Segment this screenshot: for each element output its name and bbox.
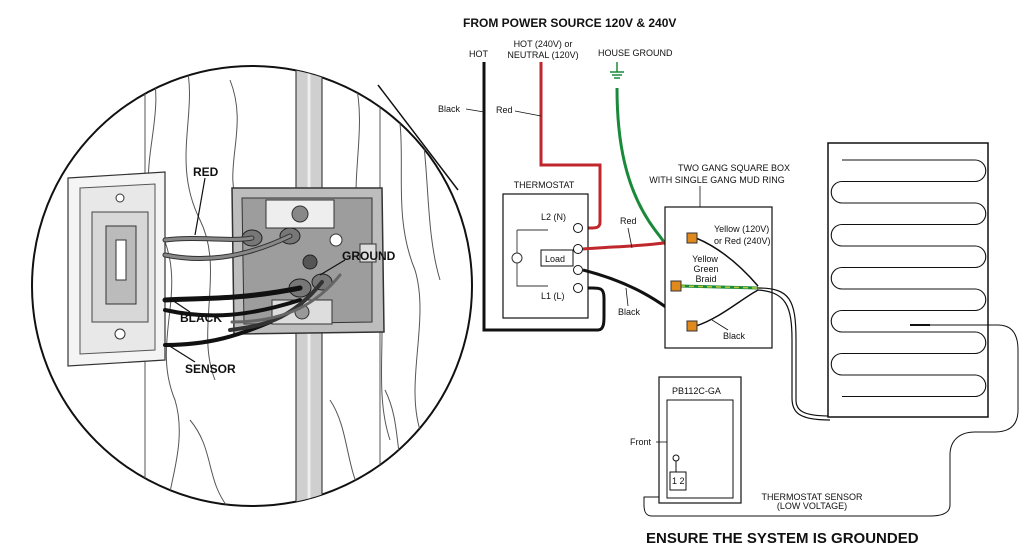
terminal-load-label: Load [545, 254, 565, 264]
terminal-l2 [573, 223, 583, 233]
footer-warning: ENSURE THE SYSTEM IS GROUNDED [646, 530, 919, 547]
braid-label-1: Yellow [692, 254, 718, 264]
sensor-caption-2: (LOW VOLTAGE) [777, 501, 847, 511]
label-black-box: Black [723, 331, 746, 341]
connector-ground [670, 280, 682, 292]
label-red-mid: Red [620, 216, 637, 226]
red-source-wire [539, 62, 602, 230]
callout-black: BLACK [180, 311, 222, 325]
load-box [540, 249, 574, 267]
box-title-1: TWO GANG SQUARE BOX [678, 163, 790, 173]
callout-leaders [167, 177, 346, 363]
braid-label-2: Green [693, 264, 718, 274]
unit-model: PB112C-GA [672, 386, 721, 396]
label-black-lower: Black [618, 307, 641, 317]
callout-red: RED [193, 165, 219, 179]
braid-label-3: Braid [695, 274, 716, 284]
label-house-ground: HOUSE GROUND [598, 48, 673, 58]
terminal-l1-label: L1 (L) [541, 291, 565, 301]
diagram-heading: FROM POWER SOURCE 120V & 240V [463, 16, 676, 30]
unit-front-label: Front [630, 437, 652, 447]
unit-terminals: 1 2 [672, 476, 685, 486]
thermostat-title: THERMOSTAT [514, 180, 575, 190]
heating-cable-lead [757, 287, 831, 417]
box-internal-wires [679, 237, 759, 327]
box-title-2: WITH SINGLE GANG MUD RING [649, 175, 785, 185]
black-hot-wire [482, 62, 606, 332]
terminal-l2-label: L2 (N) [541, 212, 566, 222]
yellow-label-2: or Red (240V) [714, 236, 771, 246]
sensor-caption-1: THERMOSTAT SENSOR [761, 492, 863, 502]
pb112c-unit: PB112C-GA Front 1 2 [630, 376, 742, 504]
thermostat-unit-illustration [67, 171, 166, 367]
wire-connectors [670, 232, 698, 332]
label-red-top: Red [496, 105, 513, 115]
unit-sensor-icon [672, 454, 680, 462]
ground-symbol-icon [610, 62, 624, 79]
magnified-inset: RED GROUND BLACK SENSOR [31, 65, 473, 507]
terminal-load-1 [573, 244, 583, 254]
label-hot-or-neutral-1: HOT (240V) or [514, 39, 573, 49]
terminal-l1 [573, 283, 583, 293]
label-hot-or-neutral-2: NEUTRAL (120V) [507, 50, 578, 60]
thermostat-symbol-icon [511, 252, 523, 264]
inset-wires [162, 233, 342, 347]
heating-mat [827, 142, 989, 418]
label-hot: HOT [469, 49, 489, 59]
two-gang-box: TWO GANG SQUARE BOX WITH SINGLE GANG MUD… [649, 163, 790, 349]
callout-ground: GROUND [342, 249, 396, 263]
sensor-terminal-block [669, 471, 687, 491]
connector-red [686, 232, 698, 244]
thermostat-block: THERMOSTAT L2 (N) Load L1 (L) [502, 180, 589, 319]
callout-sensor: SENSOR [185, 362, 236, 376]
connector-black [686, 320, 698, 332]
label-black-top: Black [438, 104, 461, 114]
yellow-label-1: Yellow (120V) [714, 224, 769, 234]
heating-element [830, 159, 987, 398]
terminal-load-2 [573, 265, 583, 275]
sensor-wire [643, 324, 1019, 517]
